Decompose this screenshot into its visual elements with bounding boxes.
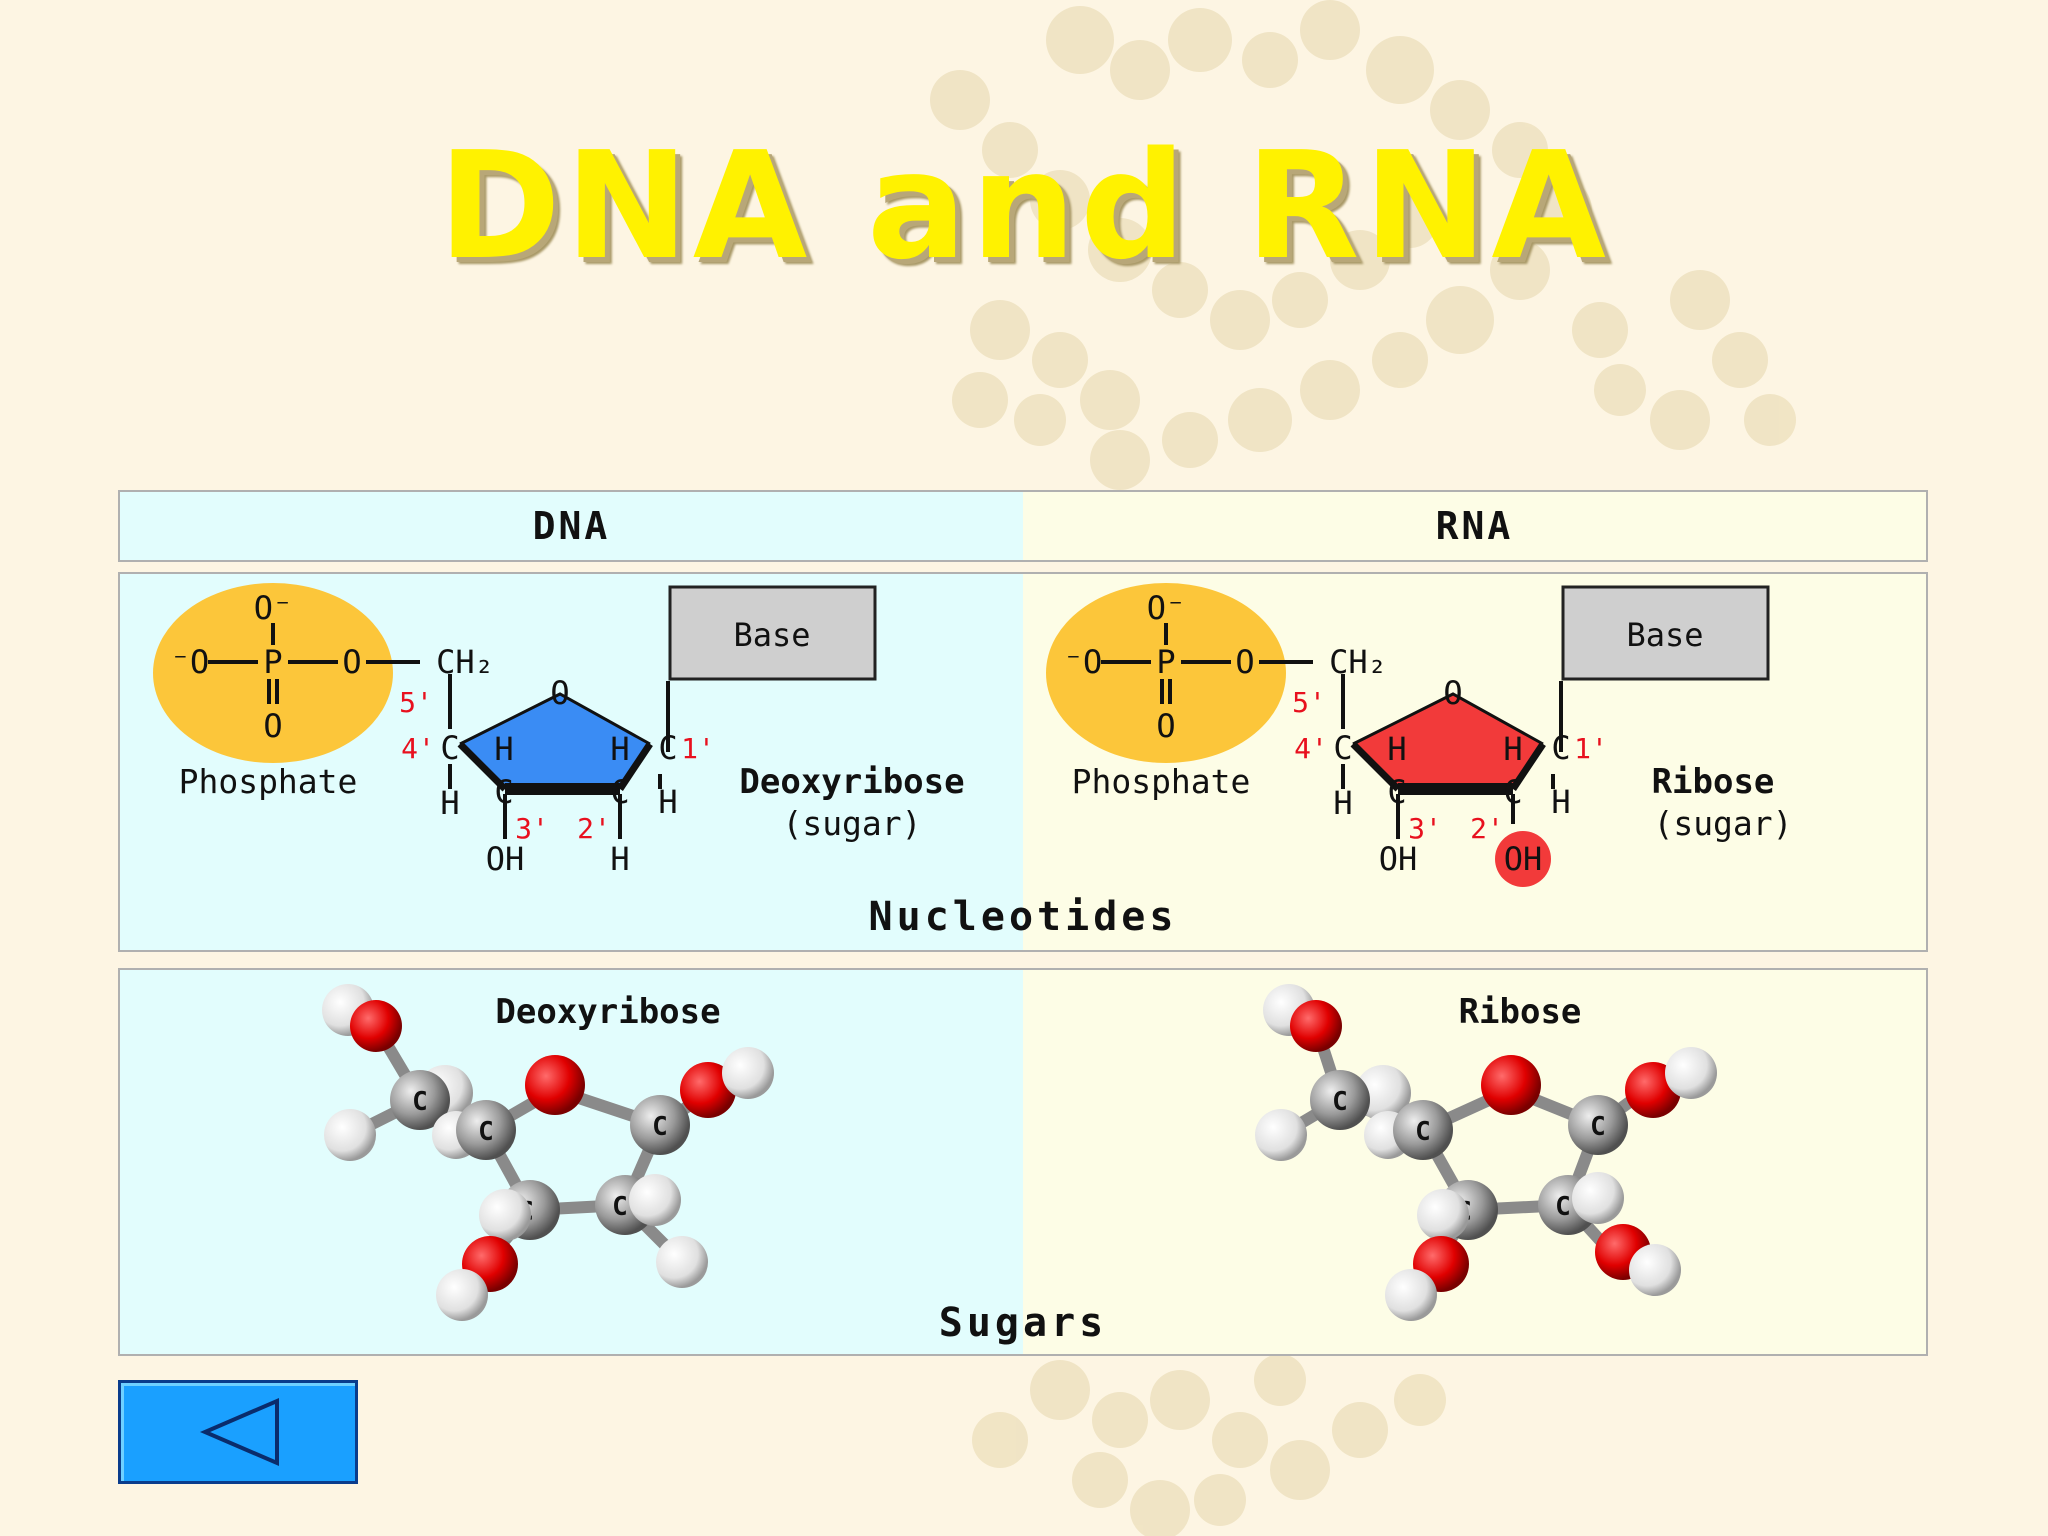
ribose-model-label: Ribose (1459, 992, 1582, 1032)
carbon-atom-5: C (1332, 1087, 1348, 1117)
nucleotides-caption: Nucleotides (868, 894, 1178, 940)
carbon-1: C (658, 729, 677, 767)
base-box (1561, 585, 1770, 681)
position-5: 5' (399, 686, 433, 719)
phosphate-o-bridge: O (342, 643, 361, 681)
phosphate-label: Phosphate (179, 762, 358, 801)
carbon-2: C (610, 773, 629, 811)
rna-sugar-panel: C C C C C Ribose (1023, 970, 1926, 1354)
position-3: 3' (515, 812, 549, 845)
rna-nucleotide-structure: Base O⁻ ⁻O P O O CH₂ O C C C C H H H H (1046, 583, 1793, 887)
h-c4: H (1333, 784, 1352, 822)
h-c2-bottom: H (610, 840, 629, 878)
carbon-atom-4: C (1415, 1117, 1431, 1147)
phosphate-circle (153, 583, 393, 763)
phosphate-o-bridge: O (1235, 643, 1254, 681)
phosphate-p: P (263, 643, 282, 681)
back-button[interactable] (118, 1380, 358, 1484)
dna-nucleotide-structure: Base O⁻ ⁻O P O O CH₂ O C C C C H H H H (153, 583, 965, 878)
phosphate-o-top: O⁻ (1147, 589, 1186, 627)
carbon-3: C (494, 773, 513, 811)
oh-c3: OH (1379, 840, 1418, 878)
deoxyribose-ball-model: C C C C C Deoxyribose (322, 984, 774, 1321)
phosphate-o-left: ⁻O (1064, 643, 1103, 681)
sugar-kind-label: (sugar) (782, 804, 921, 843)
carbon-1: C (1551, 729, 1570, 767)
base-label: Base (733, 616, 810, 654)
position-4: 4' (1294, 732, 1328, 765)
phosphate-label: Phosphate (1072, 762, 1251, 801)
page-title: DNA and RNA (438, 120, 1610, 292)
h-c2-top: H (610, 730, 629, 768)
position-5: 5' (1292, 686, 1326, 719)
ch2-group: CH₂ (1329, 643, 1387, 681)
dna-sugar-panel: C C C C C Deoxyribose (120, 970, 1023, 1354)
h-c4: H (440, 784, 459, 822)
carbon-atom-1: C (652, 1112, 668, 1142)
h-c1: H (658, 783, 677, 821)
header-rna: RNA (1023, 492, 1926, 560)
phosphate-circle (1046, 583, 1286, 763)
rna-nucleotide-panel: Base O⁻ ⁻O P O O CH₂ O C C C C H H H H (1023, 574, 1926, 950)
carbon-4: C (1333, 729, 1352, 767)
carbon-2: C (1503, 773, 1522, 811)
phosphate-p: P (1156, 643, 1175, 681)
carbon-atom-2: C (612, 1192, 628, 1222)
ring-oxygen: O (550, 674, 569, 712)
hydroxyl-highlight (1495, 831, 1551, 887)
sugar-name-label: Ribose (1652, 762, 1775, 802)
base-label: Base (1626, 616, 1703, 654)
position-3: 3' (1408, 812, 1442, 845)
sugar-kind-label: (sugar) (1653, 804, 1792, 843)
phosphate-o-bottom: O (263, 707, 282, 745)
phosphate-o-bottom: O (1156, 707, 1175, 745)
oh-c3: OH (486, 840, 525, 878)
phosphate-o-top: O⁻ (254, 589, 293, 627)
sugars-row: C C C C C Deoxyribose (118, 968, 1928, 1356)
header-dna: DNA (120, 492, 1023, 560)
deoxyribose-model-label: Deoxyribose (495, 992, 720, 1032)
nucleotides-row: Base O⁻ ⁻O P O O CH₂ O C C C C H H H H (118, 572, 1928, 952)
carbon-3: C (1387, 773, 1406, 811)
ch2-group: CH₂ (436, 643, 494, 681)
oh-c2: OH (1504, 840, 1543, 878)
h-c3-top: H (494, 730, 513, 768)
h-c2-top: H (1503, 730, 1522, 768)
position-4: 4' (401, 732, 435, 765)
h-c1: H (1551, 783, 1570, 821)
ribose-ball-model: C C C C C Ribose (1255, 984, 1717, 1321)
position-1: 1' (681, 732, 715, 765)
dna-nucleotide-panel: Base O⁻ ⁻O P O O CH₂ O C C C C H H H H (120, 574, 1023, 950)
carbon-atom-4: C (478, 1117, 494, 1147)
h-c3-top: H (1387, 730, 1406, 768)
carbon-atom-2: C (1555, 1192, 1571, 1222)
phosphate-o-left: ⁻O (171, 643, 210, 681)
base-box (668, 585, 877, 681)
position-2: 2' (577, 812, 611, 845)
sugar-name-label: Deoxyribose (739, 762, 964, 802)
ring-oxygen: O (1443, 674, 1462, 712)
comparison-table: DNA RNA (118, 490, 1928, 1356)
position-1: 1' (1574, 732, 1608, 765)
carbon-atom-1: C (1590, 1112, 1606, 1142)
carbon-4: C (440, 729, 459, 767)
carbon-atom-5: C (412, 1087, 428, 1117)
sugars-caption: Sugars (938, 1300, 1108, 1346)
position-2: 2' (1470, 812, 1504, 845)
left-triangle-icon (199, 1397, 279, 1467)
table-header: DNA RNA (118, 490, 1928, 562)
